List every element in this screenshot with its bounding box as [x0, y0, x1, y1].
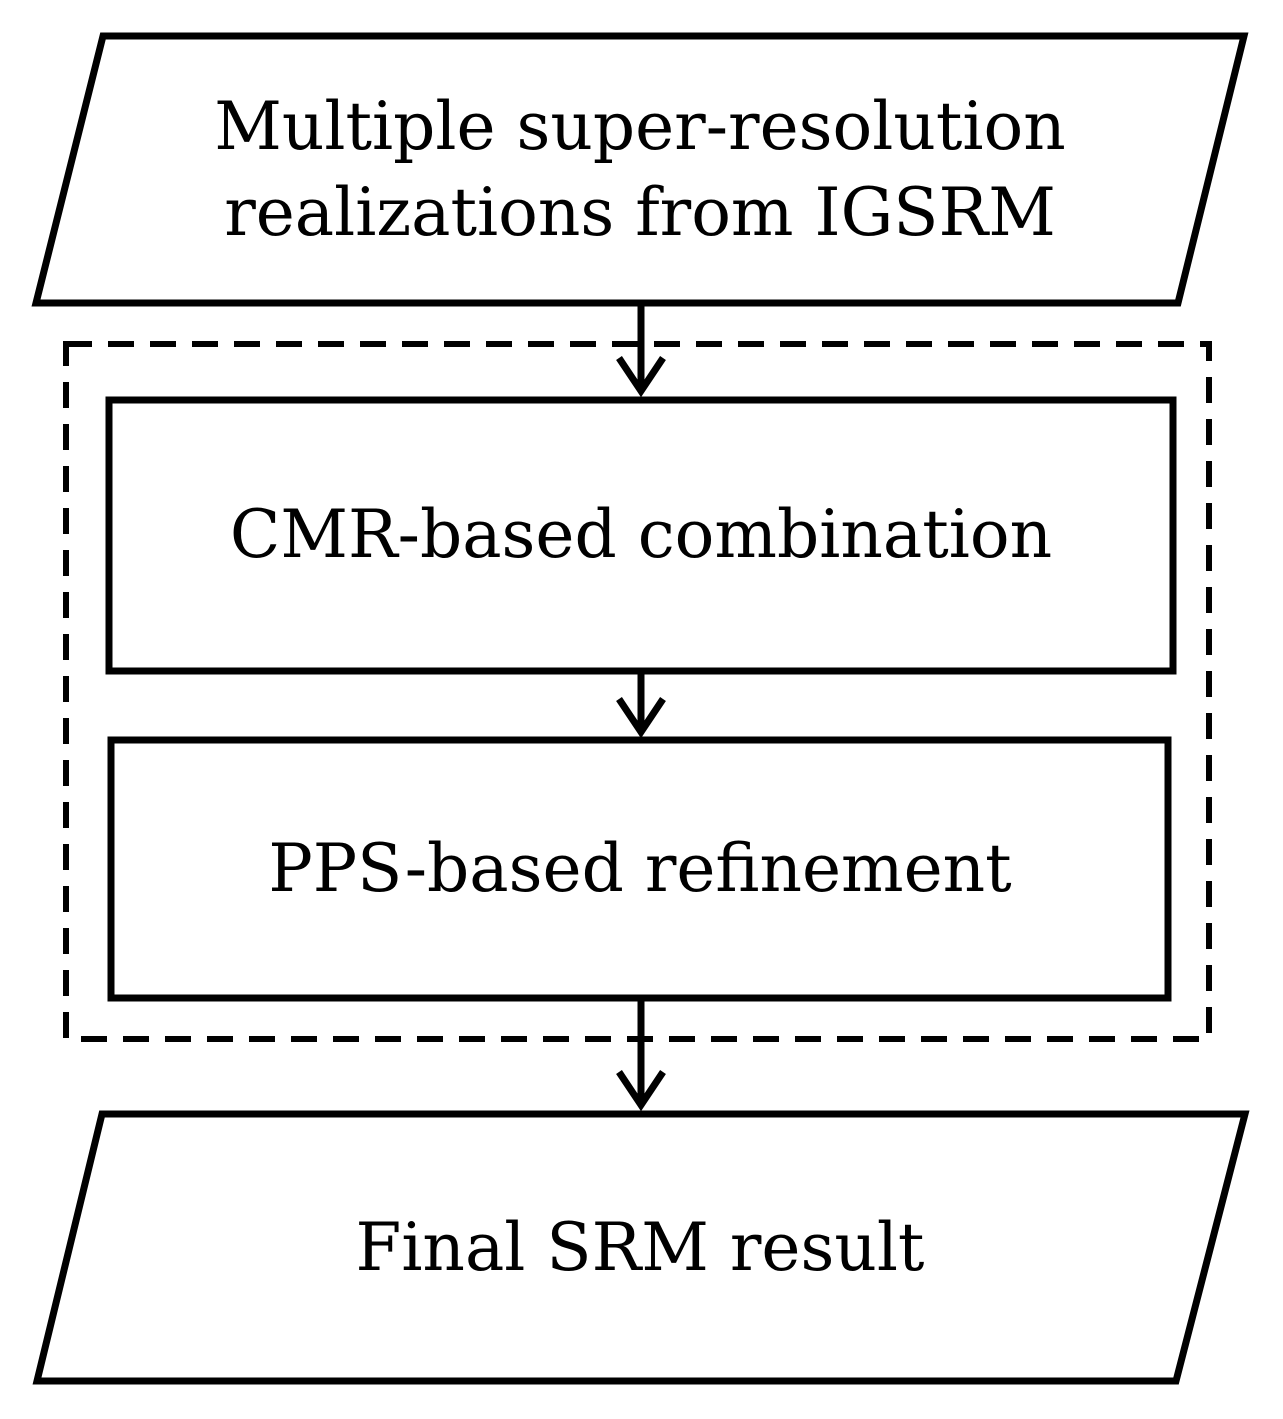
- refinement-label: PPS-based refinement: [268, 830, 1012, 907]
- input-label: Multiple super-resolution realizations f…: [140, 80, 1140, 260]
- input-parallelogram: [31, 32, 1249, 307]
- arrow-refinement-to-output: [616, 1001, 666, 1112]
- input-label-line-2: realizations from IGSRM: [224, 174, 1056, 251]
- output-label: Final SRM result: [355, 1209, 925, 1286]
- refinement-box: [107, 736, 1172, 1002]
- input-label-line-1: Multiple super-resolution: [214, 88, 1066, 165]
- combination-box: [105, 396, 1177, 675]
- arrow-input-to-combination: [616, 306, 666, 398]
- arrow-combination-to-refinement: [616, 674, 666, 739]
- output-parallelogram: [32, 1110, 1250, 1385]
- combination-label: CMR-based combination: [229, 496, 1053, 573]
